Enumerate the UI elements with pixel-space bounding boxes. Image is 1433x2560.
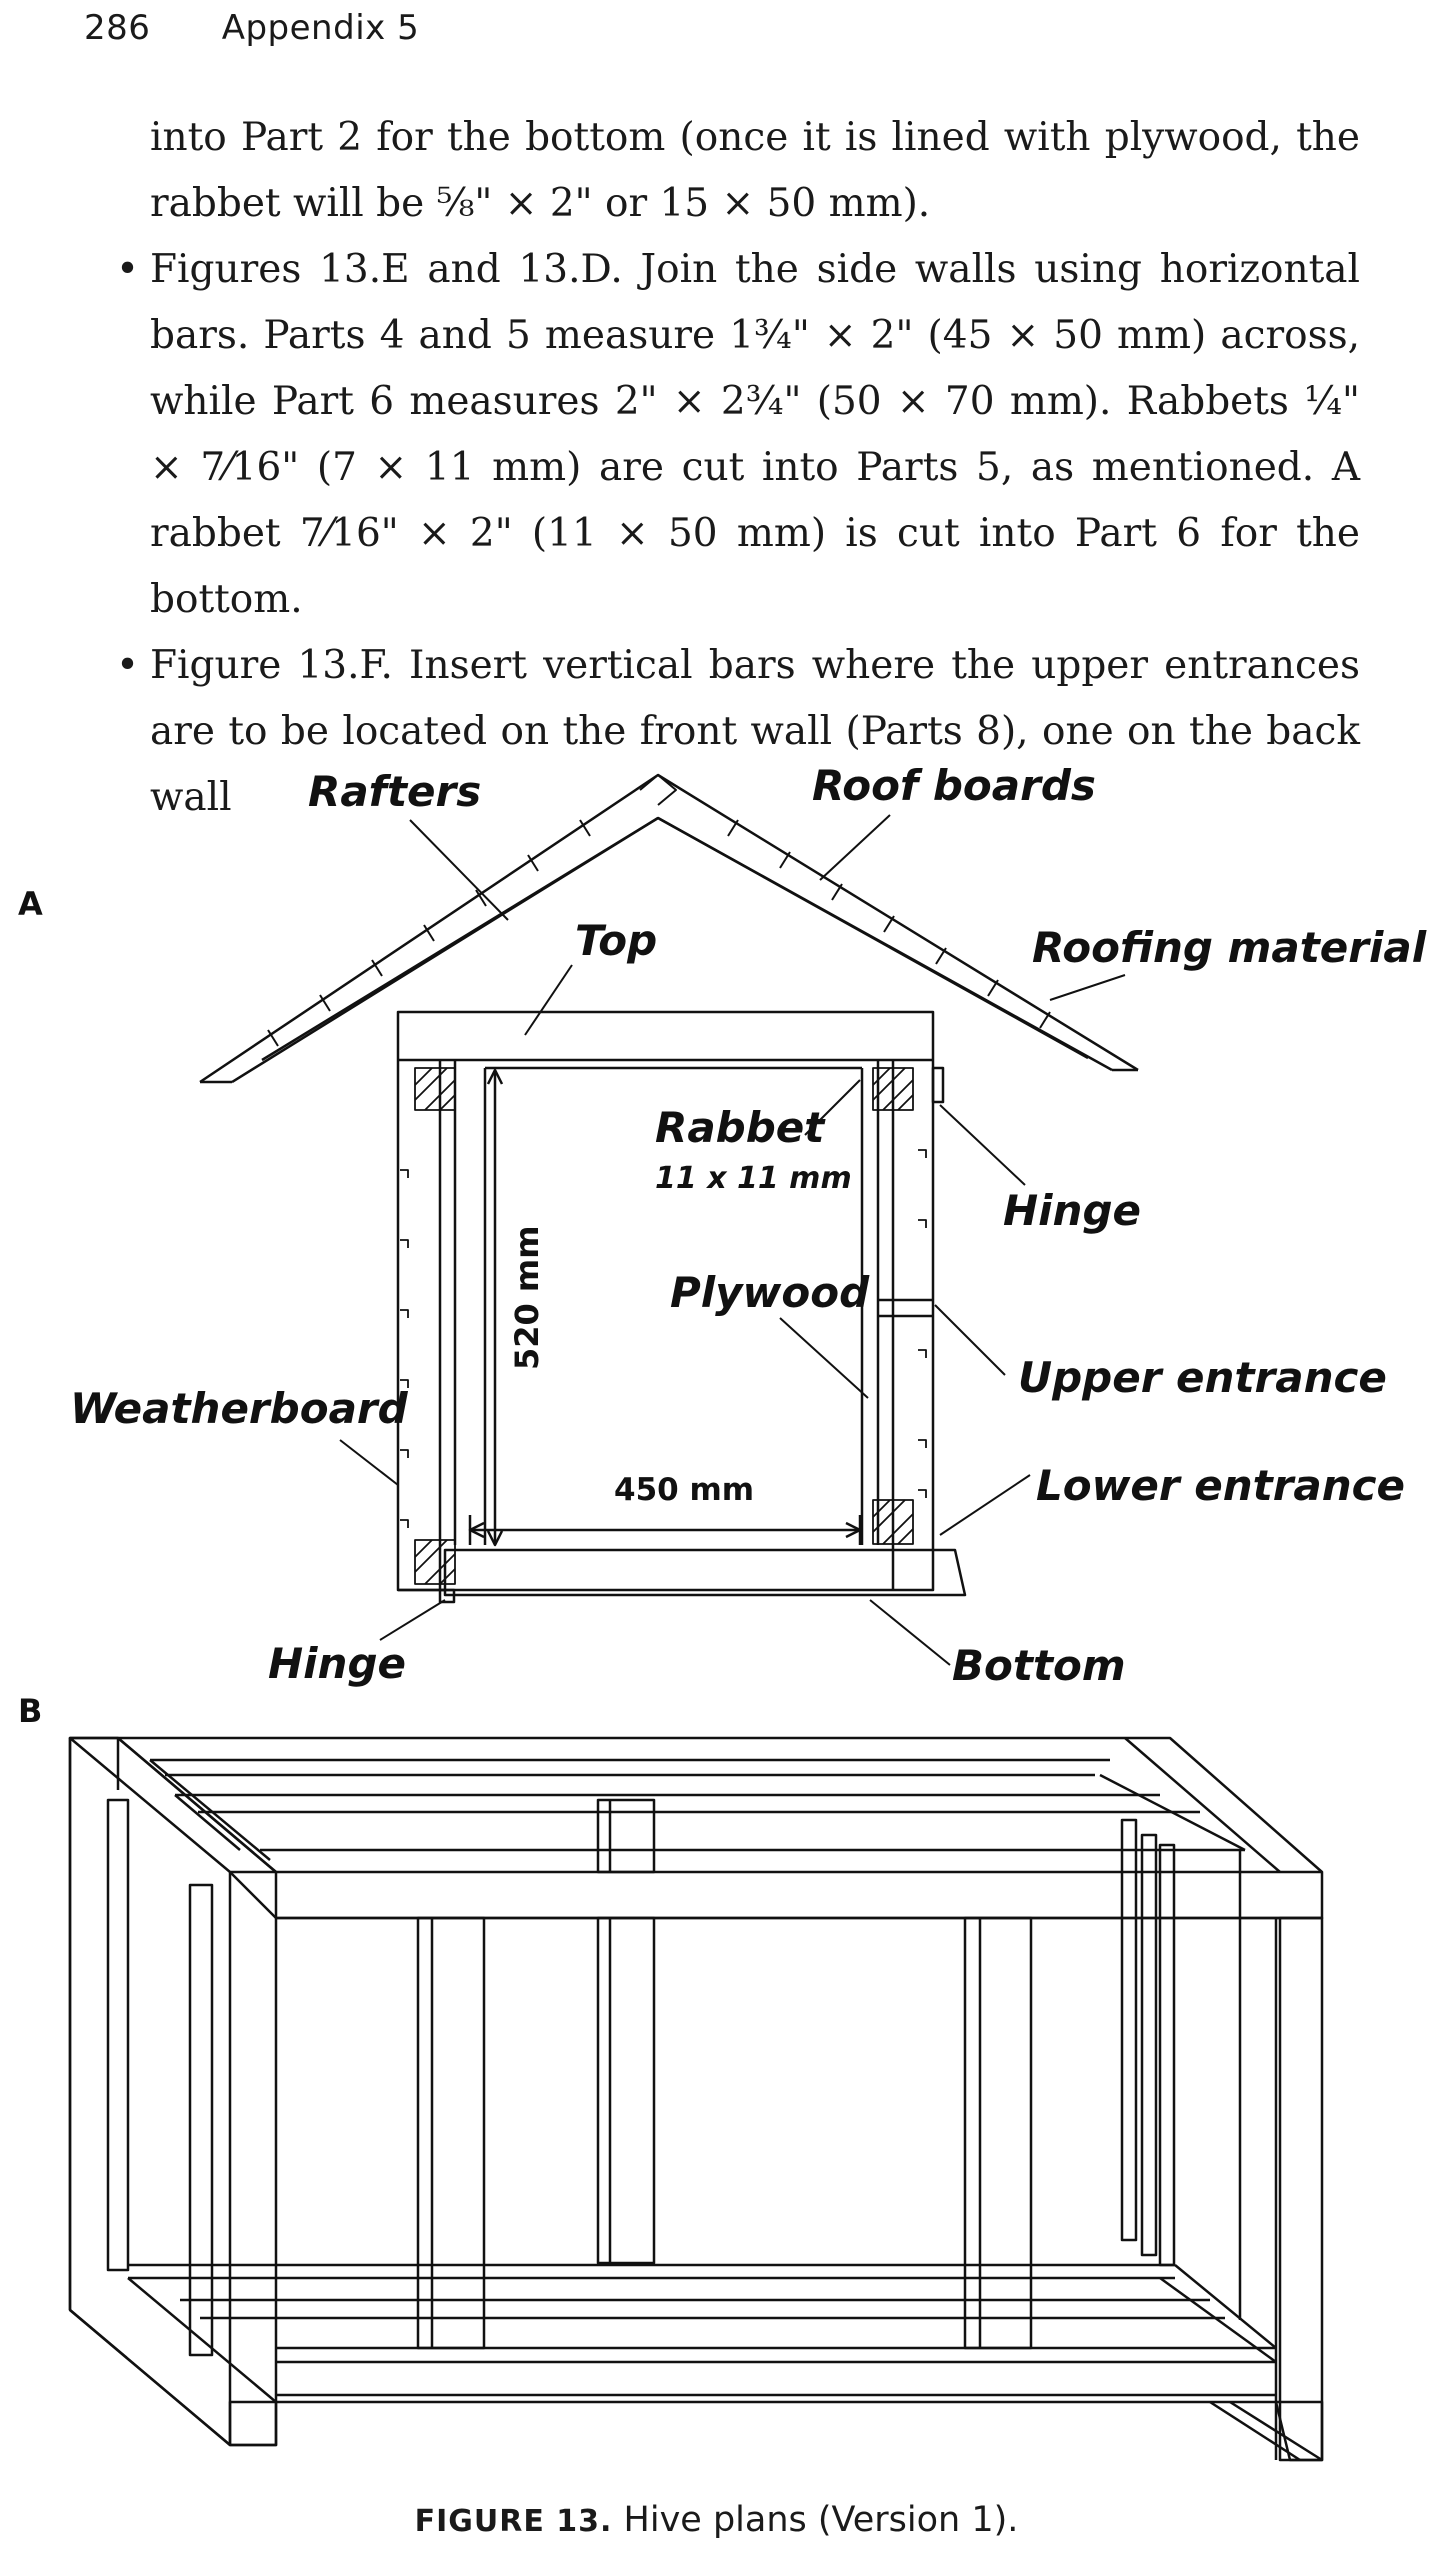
roof — [199, 773, 1139, 1084]
label-plywood: Plywood — [670, 1268, 870, 1317]
label-roof-boards: Roof boards — [812, 761, 1096, 810]
label-rabbet-size: 11 x 11 mm — [655, 1161, 852, 1196]
paragraph: into Part 2 for the bottom (once it is l… — [150, 115, 1360, 226]
label-roofing-material: Roofing material — [1032, 923, 1427, 972]
bullet-item: • Figure 13.F. Insert vertical bars wher… — [116, 633, 1360, 831]
running-header: 286 Appendix 5 — [84, 8, 419, 48]
label-weatherboard: Weatherboard — [70, 1384, 409, 1433]
panel-label-b: B — [18, 1692, 42, 1730]
panel-label-a: A — [18, 885, 43, 923]
label-rafters: Rafters — [308, 767, 481, 816]
bullet-item: • Figures 13.E and 13.D. Join the side w… — [116, 237, 1360, 633]
bullet-dot: • — [116, 247, 140, 292]
page-number: 286 — [84, 8, 151, 48]
body-text: into Part 2 for the bottom (once it is l… — [116, 105, 1360, 831]
bullet-text: Figure 13.F. Insert vertical bars where … — [150, 643, 1360, 820]
hive-body-section — [396, 1010, 967, 1604]
hive-frame-drawing — [68, 1736, 1324, 2462]
caption-text: Hive plans (Version 1). — [612, 2500, 1019, 2540]
label-lower-entrance: Lower entrance — [1036, 1461, 1405, 1510]
label-hinge-right: Hinge — [1003, 1186, 1141, 1235]
bullet-dot: • — [116, 643, 140, 688]
label-rabbet: Rabbet — [655, 1103, 826, 1152]
figure-caption: FIGURE 13. Hive plans (Version 1). — [0, 2500, 1433, 2540]
label-width-dimension: 450 mm — [614, 1472, 754, 1508]
label-hinge-left: Hinge — [268, 1639, 406, 1688]
label-upper-entrance: Upper entrance — [1018, 1353, 1387, 1402]
label-top: Top — [575, 916, 657, 965]
bullet-text: Figures 13.E and 13.D. Join the side wal… — [150, 247, 1360, 622]
label-bottom: Bottom — [952, 1641, 1126, 1690]
section-title: Appendix 5 — [221, 8, 420, 48]
figure-number: FIGURE 13. — [414, 2504, 613, 2539]
leader-lines — [339, 814, 1126, 1666]
label-height-dimension: 520 mm — [508, 1225, 546, 1370]
